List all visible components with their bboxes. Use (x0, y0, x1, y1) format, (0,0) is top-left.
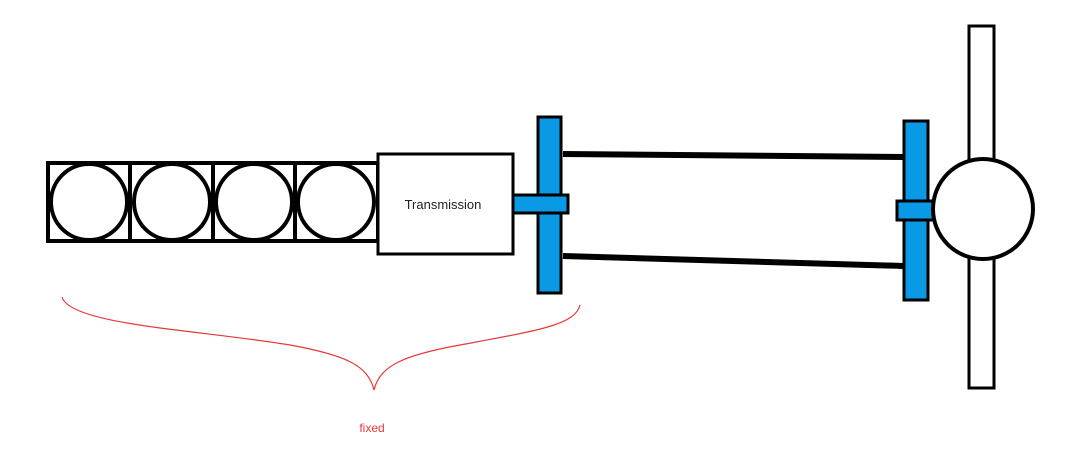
cylinder-2 (132, 162, 212, 242)
drive-shaft-hub (511, 193, 570, 215)
belt-lower (562, 253, 905, 269)
transmission-box (376, 152, 515, 256)
belt-upper (562, 151, 905, 160)
fixed-annotation: fixed (61, 296, 581, 435)
propeller-hub (931, 157, 1035, 261)
transmission: Transmission (376, 152, 515, 256)
drive-belt (562, 151, 905, 269)
cylinder-1 (49, 162, 129, 242)
driven-shaft-hub (895, 199, 937, 222)
propeller (931, 24, 1035, 390)
engine-block (46, 161, 380, 243)
cylinder-3 (214, 162, 294, 242)
fixed-brace (61, 296, 581, 391)
transmission-label: Transmission (405, 197, 482, 212)
driven-pulley (895, 119, 937, 302)
cylinder-4 (296, 162, 376, 242)
drive-pulley (511, 115, 570, 295)
fixed-label: fixed (359, 421, 384, 435)
